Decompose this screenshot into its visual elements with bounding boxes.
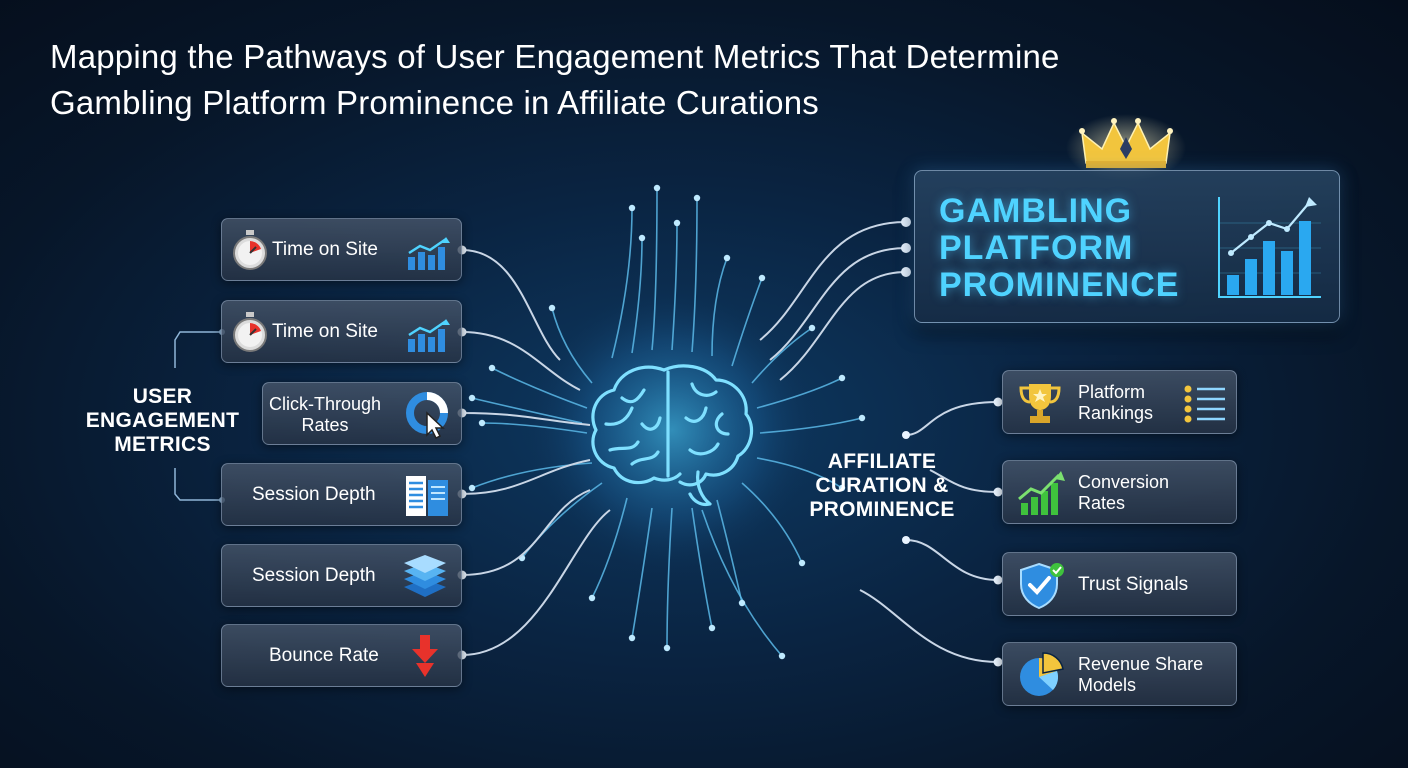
outcome-label-line-2: Models (1078, 675, 1137, 695)
prominence-title-line-3: PROMINENCE (939, 266, 1180, 304)
affiliate-curation-label: AFFILIATE CURATION & PROMINENCE (792, 450, 972, 522)
growth-chart-icon (1018, 471, 1065, 515)
metric-label: Bounce Rate (269, 645, 379, 666)
center-label-line-2: CURATION & (815, 474, 949, 497)
metric-label: Click-Through Rates (269, 394, 381, 436)
gambling-platform-prominence-box[interactable]: GAMBLING PLATFORM PROMINENCE (914, 170, 1340, 323)
outcome-label-line-2: Rates (1078, 493, 1126, 513)
rising-bar-chart-icon (1218, 197, 1321, 298)
page-title: Mapping the Pathways of User Engagement … (50, 34, 1350, 126)
stopwatch-icon (233, 230, 267, 270)
brain-icon (591, 364, 754, 507)
metric-card-time-on-site-1[interactable]: Time on Site (221, 218, 462, 281)
metric-card-session-depth-2[interactable]: Session Depth (221, 544, 462, 607)
pie-cursor-icon (406, 392, 448, 439)
left-label-line-2: ENGAGEMENT (85, 409, 240, 432)
prominence-title-line-2: PLATFORM (939, 229, 1134, 267)
prominence-title: GAMBLING PLATFORM PROMINENCE (939, 193, 1179, 304)
metric-label: Time on Site (272, 239, 378, 260)
metric-label-line-1: Click-Through (269, 394, 382, 414)
outcome-label: Platform Rankings (1078, 382, 1153, 424)
metric-label: Session Depth (252, 484, 376, 505)
outcome-label-line-1: Platform (1078, 382, 1146, 402)
bar-growth-icon (408, 319, 450, 352)
ranking-list-icon (1184, 385, 1225, 423)
outcome-label-line-2: Rankings (1078, 403, 1154, 423)
title-line-2: Gambling Platform Prominence in Affiliat… (50, 84, 819, 121)
outcome-label-line-1: Revenue Share (1078, 654, 1204, 674)
metric-label: Session Depth (252, 565, 376, 586)
bar-growth-icon (408, 237, 450, 270)
metric-card-click-through-rates[interactable]: Click-Through Rates (262, 382, 462, 445)
pie-chart-icon (1020, 652, 1064, 696)
outcome-card-conversion-rates[interactable]: Conversion Rates (1002, 460, 1237, 524)
prominence-title-line-1: GAMBLING (939, 192, 1133, 230)
metric-label-line-2: Rates (301, 415, 349, 435)
shield-check-icon (1020, 562, 1064, 610)
document-stack-icon (406, 476, 448, 516)
center-label-line-3: PROMINENCE (809, 498, 955, 521)
metric-card-time-on-site-2[interactable]: Time on Site (221, 300, 462, 363)
outcome-label: Trust Signals (1078, 574, 1189, 595)
layers-icon (404, 555, 446, 597)
metric-label: Time on Site (272, 321, 378, 342)
left-label-line-1: USER (132, 385, 193, 408)
metric-card-session-depth-1[interactable]: Session Depth (221, 463, 462, 526)
center-label-line-1: AFFILIATE (827, 450, 937, 473)
metric-card-bounce-rate[interactable]: Bounce Rate (221, 624, 462, 687)
title-line-1: Mapping the Pathways of User Engagement … (50, 38, 1060, 75)
left-label-line-3: METRICS (114, 433, 211, 456)
outcome-label: Revenue Share Models (1078, 654, 1203, 696)
stopwatch-icon (233, 312, 267, 352)
outcome-card-revenue-share-models[interactable]: Revenue Share Models (1002, 642, 1237, 706)
trophy-icon (1019, 384, 1061, 423)
user-engagement-metrics-label: USER ENGAGEMENT METRICS (70, 385, 255, 457)
down-arrow-icon (412, 635, 438, 677)
crown-icon (1079, 118, 1173, 168)
outcome-card-trust-signals[interactable]: Trust Signals (1002, 552, 1237, 616)
outcome-label-line-1: Conversion (1078, 472, 1170, 492)
outcome-label: Conversion Rates (1078, 472, 1169, 514)
outcome-card-platform-rankings[interactable]: Platform Rankings (1002, 370, 1237, 434)
